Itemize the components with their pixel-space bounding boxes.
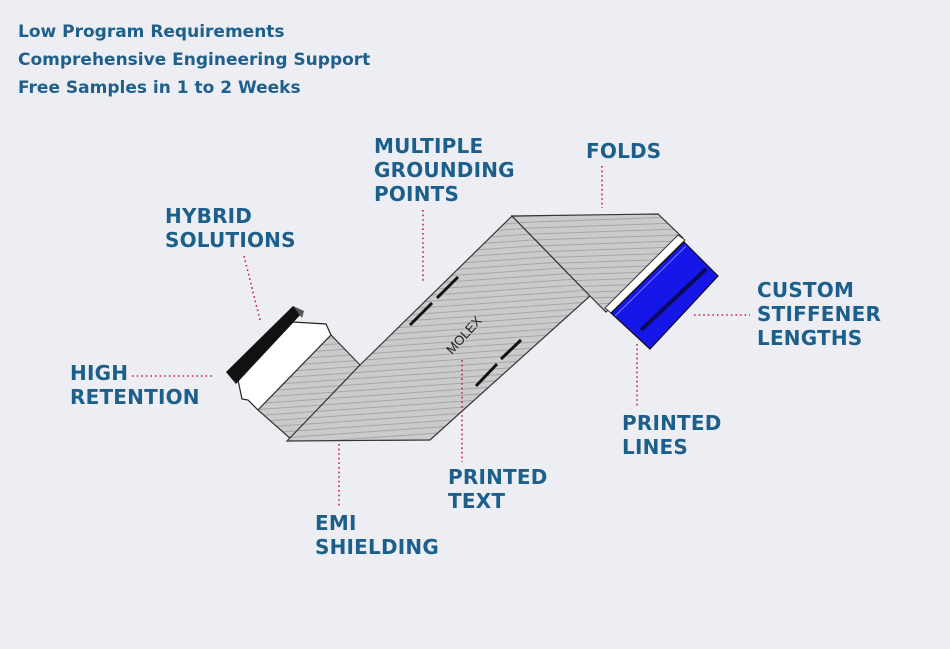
leader-lines (132, 166, 750, 507)
feature-list: Low Program Requirements Comprehensive E… (18, 18, 370, 102)
feature-item: Free Samples in 1 to 2 Weeks (18, 78, 301, 98)
label-folds: FOLDS (586, 139, 662, 163)
feature-item: Low Program Requirements (18, 22, 285, 42)
leader-hybrid (243, 255, 261, 321)
grounding-points (408, 275, 523, 388)
blue-stiffener (604, 234, 719, 350)
feature-item: Comprehensive Engineering Support (18, 50, 371, 70)
